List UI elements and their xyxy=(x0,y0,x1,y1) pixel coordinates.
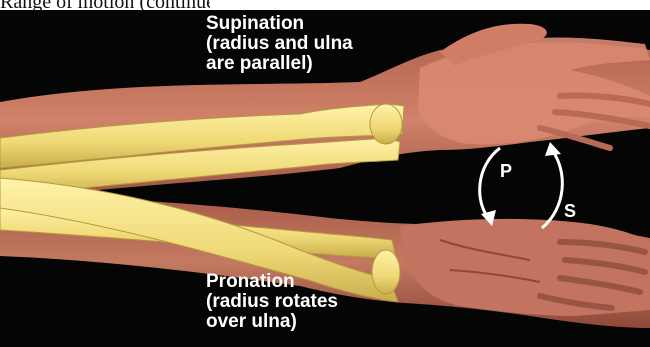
pronation-description-line-1: (radius rotates xyxy=(206,292,338,312)
pronation-title: Pronation xyxy=(206,272,338,292)
supination-label: Supination (radius and ulna are parallel… xyxy=(206,14,353,74)
pronation-wrist-carpals xyxy=(372,250,400,294)
forearm-rotation-figure: Supination (radius and ulna are parallel… xyxy=(0,10,650,347)
pronation-description-line-2: over ulna) xyxy=(206,312,338,332)
supination-description-line-2: are parallel) xyxy=(206,54,353,74)
supination-description-line-1: (radius and ulna xyxy=(206,34,353,54)
pronation-arrow-label: P xyxy=(500,162,512,180)
supination-arrow-head-icon xyxy=(545,142,561,156)
pronation-label: Pronation (radius rotates over ulna) xyxy=(206,272,338,332)
supination-wrist-carpals xyxy=(370,104,402,144)
pronation-arrow xyxy=(480,148,500,220)
supination-arrow-label: S xyxy=(564,202,576,220)
supination-arrow xyxy=(542,150,562,228)
supination-title: Supination xyxy=(206,14,353,34)
rotation-arrows xyxy=(480,142,563,228)
